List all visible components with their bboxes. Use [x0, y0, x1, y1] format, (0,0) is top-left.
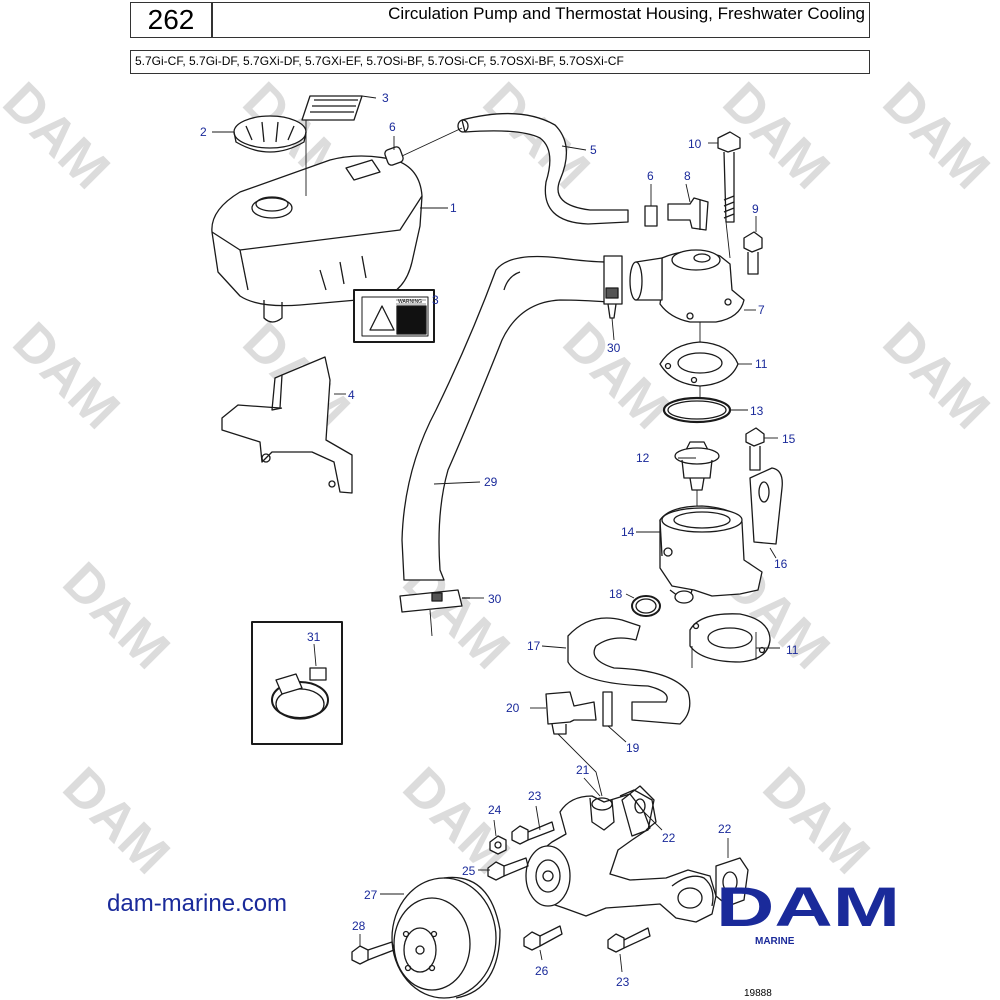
watermark: DAM [872, 311, 1000, 440]
bolt [487, 857, 529, 881]
site-url: dam-marine.com [107, 890, 288, 917]
callout-11: 11 [786, 643, 799, 657]
watermark: DAM [0, 71, 121, 200]
callout-5: 5 [590, 143, 597, 157]
hose-clamp [399, 589, 470, 613]
hose-clamp [631, 595, 661, 617]
callout-22: 22 [662, 831, 676, 845]
filler-cap [233, 115, 307, 153]
callout-11: 11 [755, 357, 768, 371]
callout-15: 15 [782, 432, 796, 446]
callout-18: 18 [609, 587, 623, 601]
hose-clamp [602, 691, 613, 727]
bolt [511, 821, 555, 845]
dam-logo: DAM [716, 875, 900, 938]
callout-3: 3 [432, 293, 439, 307]
pulley [391, 876, 501, 999]
callout-27: 27 [364, 888, 378, 902]
callout-1: 1 [450, 201, 457, 215]
watermark: DAM [752, 756, 881, 885]
gasket [689, 613, 771, 663]
models-box: 5.7Gi-CF, 5.7Gi-DF, 5.7GXi-DF, 5.7GXi-EF… [130, 50, 870, 74]
callout-4: 4 [348, 388, 355, 402]
pump-gasket [715, 857, 749, 907]
elbow-connector [545, 691, 597, 735]
callout-9: 9 [752, 202, 759, 216]
logo-subtitle: MARINE [755, 936, 795, 947]
elbow-fitting [667, 197, 709, 231]
nut [489, 835, 507, 855]
callout-30: 30 [488, 592, 502, 606]
callout-31: 31 [307, 630, 321, 644]
callout-22: 22 [718, 822, 732, 836]
page-number: 262 [130, 2, 212, 38]
callout-3: 3 [382, 91, 389, 105]
overflow-hose [457, 112, 629, 225]
callout-28: 28 [352, 919, 366, 933]
lifting-eye [749, 467, 783, 545]
callout-6: 6 [647, 169, 654, 183]
callout-29: 29 [484, 475, 498, 489]
o-ring [662, 396, 732, 424]
leader-lines [212, 95, 780, 973]
callout-10: 10 [688, 137, 702, 151]
hose-clamp [603, 255, 623, 319]
water-pump [525, 789, 717, 923]
clamp-inset-box [251, 621, 343, 745]
thermostat-housing [659, 505, 763, 604]
callout-24: 24 [488, 803, 502, 817]
callout-23: 23 [616, 975, 630, 989]
expansion-tank [211, 155, 423, 323]
callout-23: 23 [528, 789, 542, 803]
hose-clamp [384, 146, 404, 166]
warning-label-text: WARNING [398, 299, 422, 305]
callout-13: 13 [750, 404, 764, 418]
logo-text: DAM [716, 875, 900, 938]
callout-30: 30 [607, 341, 621, 355]
bolt [523, 925, 563, 951]
bypass-hose [401, 255, 609, 581]
watermark: DAM [872, 71, 1000, 200]
watermark: DAM [552, 311, 681, 440]
callout-12: 12 [636, 451, 650, 465]
thermostat-housing-cover [629, 249, 745, 323]
mounting-bracket [221, 356, 353, 494]
title-box: Circulation Pump and Thermostat Housing,… [212, 2, 870, 38]
hose-clamp [644, 205, 658, 227]
callout-26: 26 [535, 964, 549, 978]
callout-19: 19 [626, 741, 640, 755]
page-title: Circulation Pump and Thermostat Housing,… [388, 4, 865, 23]
bolt [745, 427, 765, 471]
pump-gasket [621, 785, 655, 837]
callout-25: 25 [462, 864, 476, 878]
model-list: 5.7Gi-CF, 5.7Gi-DF, 5.7GXi-DF, 5.7GXi-EF… [135, 54, 624, 68]
bolt [351, 941, 395, 965]
watermark: DAM [52, 756, 181, 885]
gasket [659, 341, 739, 387]
warning-label [353, 289, 435, 343]
figure-number: 19888 [744, 988, 772, 999]
callout-8: 8 [684, 169, 691, 183]
callout-21: 21 [576, 763, 590, 777]
callout-17: 17 [527, 639, 541, 653]
callout-7: 7 [758, 303, 765, 317]
callout-14: 14 [621, 525, 635, 539]
pump-inlet-hose [567, 617, 691, 725]
thermostat [674, 441, 720, 491]
watermark-layer: DAM DAM DAM DAM DAM DAM DAM DAM DAM DAM … [0, 71, 1000, 885]
watermark: DAM [2, 311, 131, 440]
callout-16: 16 [774, 557, 788, 571]
bolt [607, 927, 651, 953]
callout-6: 6 [389, 120, 396, 134]
callout-20: 20 [506, 701, 520, 715]
callout-labels: 1 2 3 3 4 5 6 6 7 8 9 10 11 11 12 13 14 … [200, 91, 799, 989]
decal-label [301, 95, 363, 121]
callout-2: 2 [200, 125, 207, 139]
watermark: DAM [52, 551, 181, 680]
long-bolt [717, 131, 741, 223]
bolt [743, 231, 763, 275]
